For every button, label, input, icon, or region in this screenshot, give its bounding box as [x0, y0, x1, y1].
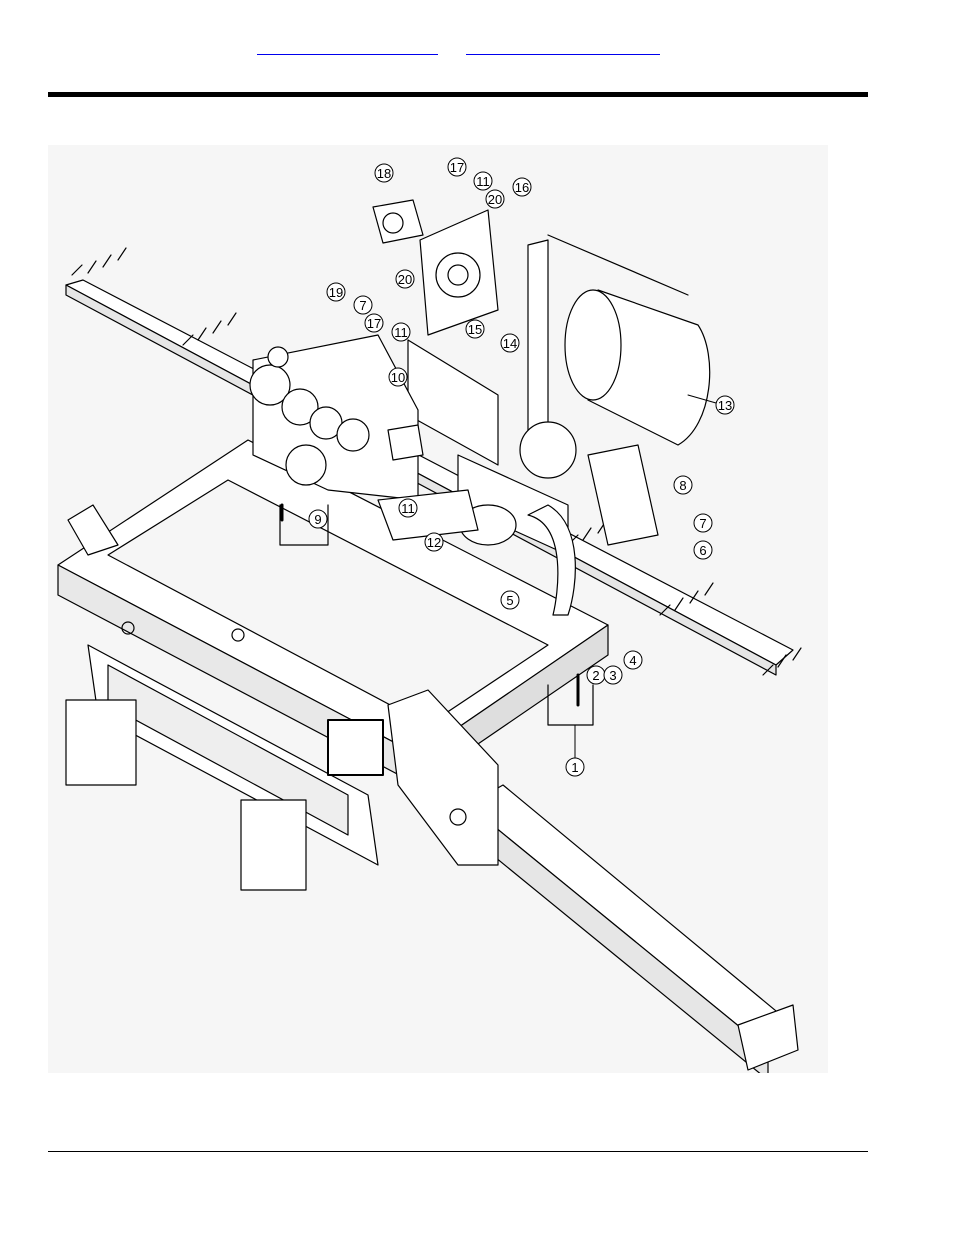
callout-3: 3 [603, 665, 623, 685]
callout-8: 8 [673, 475, 693, 495]
svg-text:8: 8 [679, 478, 686, 493]
callout-20b: 20 [395, 269, 415, 289]
svg-text:4: 4 [629, 653, 636, 668]
svg-text:19: 19 [329, 285, 343, 300]
callout-7a: 7 [693, 513, 713, 533]
svg-text:7: 7 [699, 516, 706, 531]
callout-1: 1 [565, 724, 585, 777]
parts-diagram-drawing: 1 2 3 4 5 6 7 7 8 9 10 11 11 11 12 13 14… [57, 157, 802, 1073]
svg-text:9: 9 [314, 512, 321, 527]
callout-11b: 11 [391, 322, 411, 342]
callout-17b: 17 [364, 313, 384, 333]
svg-text:13: 13 [718, 398, 732, 413]
header-rule [48, 92, 868, 97]
callout-2: 2 [586, 665, 606, 685]
callout-15: 15 [465, 319, 485, 339]
callout-11c: 11 [473, 171, 493, 191]
header-link-right[interactable] [466, 36, 660, 55]
callout-12: 12 [424, 532, 444, 552]
callout-19: 19 [326, 282, 346, 302]
footer-rule [48, 1151, 868, 1152]
header-link-left[interactable] [257, 36, 438, 55]
svg-text:3: 3 [609, 668, 616, 683]
callout-10: 10 [388, 367, 408, 387]
fan-assembly [372, 199, 499, 336]
callout-4: 4 [623, 650, 643, 670]
svg-text:2: 2 [592, 668, 599, 683]
tank-support-frame [407, 239, 659, 616]
callout-14: 14 [500, 333, 520, 353]
svg-text:1: 1 [571, 760, 578, 775]
svg-text:14: 14 [503, 336, 517, 351]
svg-text:12: 12 [427, 535, 441, 550]
parts-diagram: 1 2 3 4 5 6 7 7 8 9 10 11 11 11 12 13 14… [48, 145, 828, 1073]
callout-13: 13 [687, 394, 735, 415]
callout-9: 9 [308, 509, 328, 529]
callout-17a: 17 [447, 157, 467, 177]
svg-text:11: 11 [401, 501, 415, 516]
callout-11a: 11 [398, 498, 418, 518]
callouts: 1 2 3 4 5 6 7 7 8 9 10 11 11 11 12 13 14… [308, 157, 735, 777]
meter-box [249, 334, 479, 541]
svg-text:16: 16 [515, 180, 529, 195]
callout-16: 16 [512, 177, 532, 197]
svg-text:20: 20 [488, 192, 502, 207]
svg-text:5: 5 [506, 593, 513, 608]
callout-7b: 7 [353, 295, 373, 315]
svg-text:6: 6 [699, 543, 706, 558]
callout-5: 5 [500, 590, 520, 610]
main-frame [57, 439, 799, 1073]
callout-6: 6 [693, 540, 713, 560]
svg-text:17: 17 [367, 316, 381, 331]
svg-text:11: 11 [394, 325, 408, 340]
svg-text:10: 10 [391, 370, 405, 385]
svg-text:11: 11 [476, 174, 490, 189]
svg-text:17: 17 [450, 160, 464, 175]
callout-20a: 20 [485, 189, 505, 209]
svg-text:18: 18 [377, 166, 391, 181]
callout-18: 18 [374, 163, 394, 183]
svg-text:20: 20 [398, 272, 412, 287]
air-tank [547, 234, 711, 446]
svg-text:7: 7 [359, 298, 366, 313]
u-bolts [279, 503, 594, 726]
svg-text:15: 15 [468, 322, 482, 337]
